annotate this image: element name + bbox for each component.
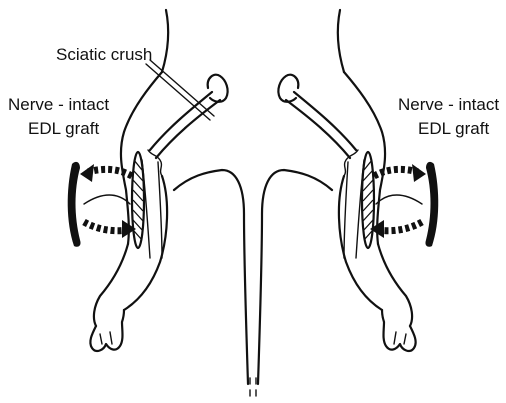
left-graft-label-line1: Nerve - intact bbox=[8, 94, 109, 115]
left-femur bbox=[150, 92, 212, 150]
left-arrow-in bbox=[84, 222, 128, 231]
right-graft-label-line1: Nerve - intact bbox=[398, 94, 499, 115]
left-femur-head bbox=[208, 75, 228, 102]
midline-marks bbox=[250, 378, 256, 396]
right-graft-label-line2: EDL graft bbox=[418, 118, 489, 139]
left-donor-muscle bbox=[68, 162, 81, 247]
left-back-outline bbox=[162, 10, 168, 72]
left-hindlimb bbox=[68, 10, 248, 384]
right-hindlimb bbox=[258, 10, 438, 384]
sciatic-crush-marker bbox=[150, 60, 214, 116]
left-arrow-out bbox=[88, 169, 132, 176]
sciatic-crush-label: Sciatic crush bbox=[56, 44, 152, 65]
left-graft-label-line2: EDL graft bbox=[28, 118, 99, 139]
left-foot bbox=[90, 310, 124, 351]
left-body-outline bbox=[174, 170, 248, 384]
right-donor-muscle bbox=[425, 162, 438, 247]
